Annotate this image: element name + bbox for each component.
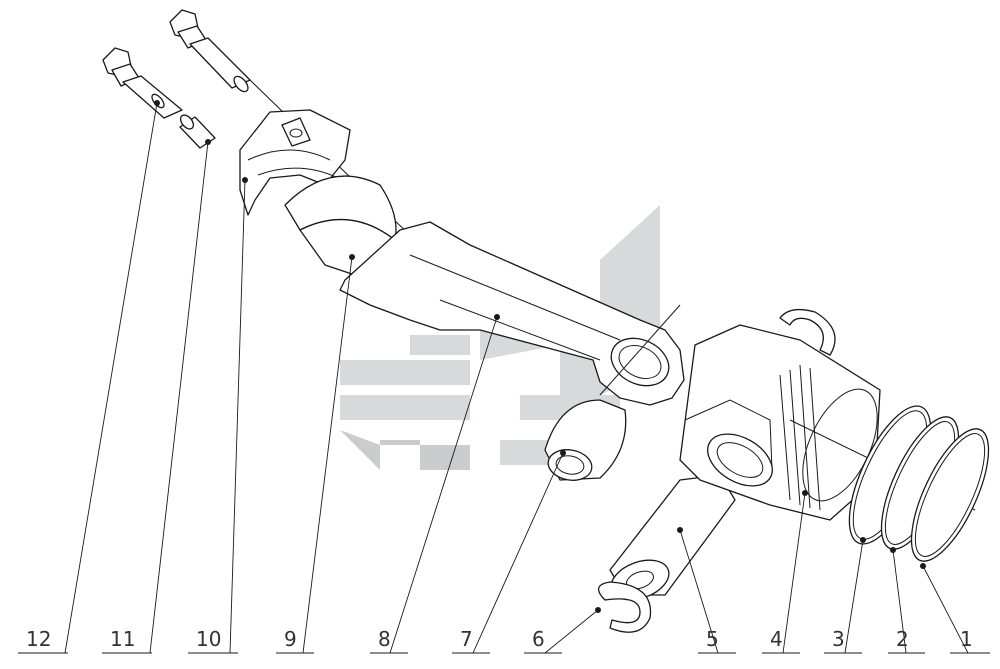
svg-text:5: 5 xyxy=(706,627,719,651)
leader-lines xyxy=(64,100,969,654)
callout-2: 2 xyxy=(888,627,925,654)
connecting-rod xyxy=(339,221,685,406)
svg-text:10: 10 xyxy=(196,627,221,651)
callout-1: 1 xyxy=(950,627,990,654)
callout-6: 6 xyxy=(524,627,562,654)
callout-9: 9 xyxy=(276,627,314,654)
callout-3: 3 xyxy=(824,627,862,654)
svg-text:3: 3 xyxy=(832,627,845,651)
circlip-upper xyxy=(779,308,836,356)
callout-5: 5 xyxy=(698,627,736,654)
callout-12: 12 xyxy=(18,627,68,654)
svg-text:1: 1 xyxy=(960,627,973,651)
svg-text:2: 2 xyxy=(896,627,909,651)
piston-ring-1 xyxy=(910,428,990,562)
circlip-lower xyxy=(598,581,652,633)
svg-text:4: 4 xyxy=(770,627,783,651)
callout-11: 11 xyxy=(102,627,152,654)
callout-7: 7 xyxy=(452,627,490,654)
callout-10: 10 xyxy=(188,627,238,654)
svg-text:9: 9 xyxy=(284,627,297,651)
rod-cap xyxy=(239,109,351,216)
piston xyxy=(679,324,976,521)
bolt-long xyxy=(102,47,183,119)
svg-text:7: 7 xyxy=(460,627,473,651)
bolt-upper xyxy=(169,9,421,246)
small-end-bushing xyxy=(544,399,627,481)
svg-text:11: 11 xyxy=(110,627,135,651)
callout-8: 8 xyxy=(370,627,408,654)
svg-text:12: 12 xyxy=(26,627,51,651)
callout-4: 4 xyxy=(762,627,800,654)
svg-text:8: 8 xyxy=(378,627,391,651)
svg-text:6: 6 xyxy=(532,627,545,651)
